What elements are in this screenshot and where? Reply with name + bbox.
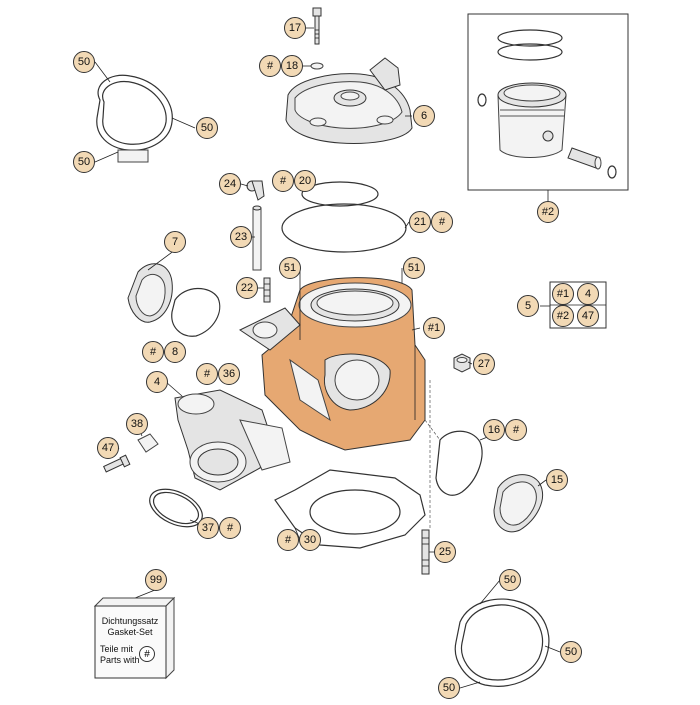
callout-18-hash[interactable]: # <box>259 55 281 77</box>
kit-callout-47[interactable]: 47 <box>577 305 599 327</box>
cylinder-head <box>285 57 413 144</box>
callout-21-hash[interactable]: # <box>431 211 453 233</box>
gasket-set-title-de: Dichtungssatz <box>101 616 159 626</box>
nut <box>453 353 471 373</box>
head-o-ring <box>301 181 379 207</box>
callout-30[interactable]: 30 <box>299 529 321 551</box>
callout-15[interactable]: 15 <box>546 469 568 491</box>
callout-30-hash[interactable]: # <box>277 529 299 551</box>
gasket-set-title-en: Gasket-Set <box>107 627 153 637</box>
callout-50-right[interactable]: 50 <box>196 117 218 139</box>
callout-18[interactable]: 18 <box>281 55 303 77</box>
cylinder-head-gasket-top-left <box>96 74 173 151</box>
intake-flange <box>174 389 291 491</box>
kit-callout-1[interactable]: #1 <box>552 283 574 305</box>
callout-22[interactable]: 22 <box>236 277 258 299</box>
kit-callout-4[interactable]: 4 <box>577 283 599 305</box>
cylinder-head-gasket-bottom-right <box>454 598 550 687</box>
exhaust-cover-gasket <box>171 287 221 337</box>
callout-37[interactable]: 37 <box>197 517 219 539</box>
callout-36-hash[interactable]: # <box>196 363 218 385</box>
gasket-set-box <box>93 596 176 680</box>
banjo-fitting <box>246 180 265 201</box>
head-bolt <box>312 7 322 45</box>
valve-cover <box>493 474 543 533</box>
callout-8-hash[interactable]: # <box>142 341 164 363</box>
parts-with-de: Teile mit <box>100 644 134 654</box>
stud <box>263 277 271 303</box>
callout-99[interactable]: 99 <box>145 569 167 591</box>
callout-16-hash[interactable]: # <box>505 419 527 441</box>
piston-ring-top <box>497 29 563 47</box>
callout-36[interactable]: 36 <box>218 363 240 385</box>
callout-7[interactable]: 7 <box>164 231 186 253</box>
valve-cover-gasket <box>435 430 483 496</box>
piston-pin <box>567 147 602 170</box>
piston-pin-clip-right <box>607 165 617 179</box>
screw <box>103 454 131 473</box>
callout-50-br-right[interactable]: 50 <box>560 641 582 663</box>
callout-17[interactable]: 17 <box>284 17 306 39</box>
intake-o-ring-inner <box>152 491 200 525</box>
gasket-tab <box>117 149 149 163</box>
callout-50-bottom[interactable]: 50 <box>73 151 95 173</box>
callout-27[interactable]: 27 <box>473 353 495 375</box>
bracket <box>137 433 159 453</box>
callout-cylinder[interactable]: #1 <box>423 317 445 339</box>
callout-38[interactable]: 38 <box>126 413 148 435</box>
callout-50-br-top[interactable]: 50 <box>499 569 521 591</box>
callout-51-right[interactable]: 51 <box>403 257 425 279</box>
gasket-set-label: Dichtungssatz Gasket-Set Teile mit Parts… <box>98 616 162 666</box>
piston <box>497 82 567 158</box>
callout-16[interactable]: 16 <box>483 419 505 441</box>
callout-25[interactable]: 25 <box>434 541 456 563</box>
callout-6[interactable]: 6 <box>413 105 435 127</box>
exhaust-cover <box>127 263 173 323</box>
piston-ring-bottom <box>497 43 563 61</box>
callout-51-left[interactable]: 51 <box>279 257 301 279</box>
callout-piston-assembly[interactable]: #2 <box>537 201 559 223</box>
callout-20[interactable]: 20 <box>294 170 316 192</box>
callout-50-br-bottom[interactable]: 50 <box>438 677 460 699</box>
cylinder-stud <box>421 529 430 575</box>
kit-callout-2[interactable]: #2 <box>552 305 574 327</box>
callout-20-hash[interactable]: # <box>272 170 294 192</box>
callout-37-hash[interactable]: # <box>219 517 241 539</box>
head-seal <box>281 203 407 253</box>
washer <box>310 62 324 70</box>
callout-21[interactable]: 21 <box>409 211 431 233</box>
parts-with-hash-symbol: # <box>139 646 155 662</box>
callout-8[interactable]: 8 <box>164 341 186 363</box>
callout-24[interactable]: 24 <box>219 173 241 195</box>
piston-pin-clip <box>477 93 487 107</box>
callout-23[interactable]: 23 <box>230 226 252 248</box>
callout-50-top[interactable]: 50 <box>73 51 95 73</box>
callout-5[interactable]: 5 <box>517 295 539 317</box>
cylinder <box>238 277 426 451</box>
coolant-pipe <box>252 205 262 271</box>
callout-4[interactable]: 4 <box>146 371 168 393</box>
parts-with-en: Parts with <box>100 655 140 665</box>
callout-47[interactable]: 47 <box>97 437 119 459</box>
